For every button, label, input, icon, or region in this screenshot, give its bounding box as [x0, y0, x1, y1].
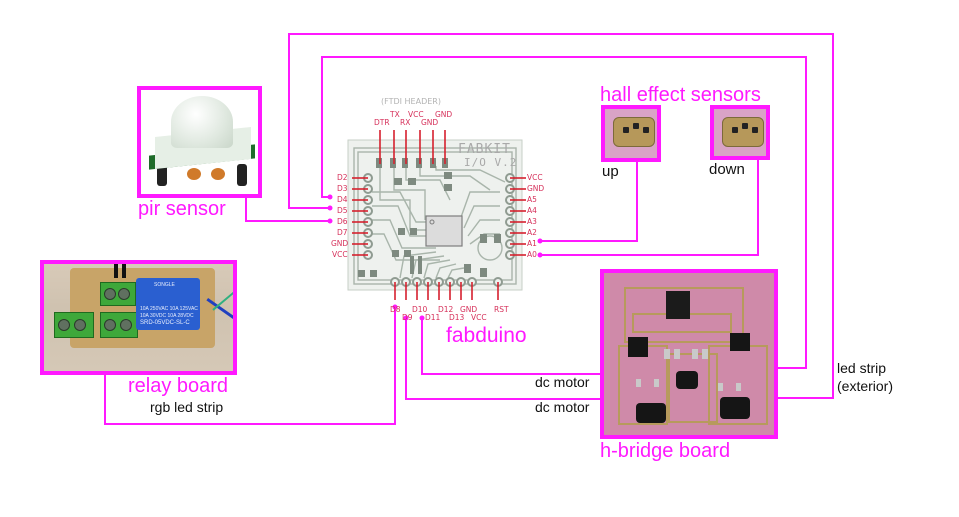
pin-label-d3: D3: [337, 184, 348, 193]
hall-sensor-up-label: up: [602, 163, 619, 180]
led-strip-exterior-label: (exterior): [837, 378, 894, 394]
pin-label-left-gnd: GND: [331, 239, 349, 248]
fabkit-title: FABKIT: [458, 142, 511, 157]
ftdi-header-label: (FTDI HEADER): [381, 97, 441, 106]
connection-dot-a1: [537, 238, 543, 244]
relay-board-sublabel: rgb led strip: [150, 399, 224, 415]
connection-dot-d6: [327, 218, 333, 224]
pin-label-d6: D6: [337, 217, 348, 226]
fabduino-board: FABKIT I/O V.2: [340, 118, 530, 312]
connection-dot-d8: [392, 304, 398, 310]
wire-d8-relay: [104, 307, 396, 425]
pin-label-right-vcc: VCC: [527, 173, 543, 182]
pin-label-d11: D11: [425, 313, 441, 322]
wire-d5-led-strip: [288, 33, 834, 399]
relay-component: SONGLE 10A 250VAC 10A 125VAC 10A 30VDC 1…: [136, 278, 200, 330]
pin-label-d13: D13: [449, 313, 465, 322]
hall-effect-sensors-label: hall effect sensors: [600, 84, 761, 106]
h-bridge-board-photo: [600, 269, 778, 439]
dc-motor-label-1: dc motor: [535, 374, 590, 390]
pin-label-a2: A2: [527, 228, 537, 237]
connection-dot-d4: [327, 194, 333, 200]
h-bridge-board-label: h-bridge board: [600, 440, 731, 462]
dc-motor-label-2: dc motor: [535, 399, 590, 415]
pin-label-d8: D8: [390, 305, 401, 314]
pin-label-d2: D2: [337, 173, 348, 182]
pin-label-dtr: DTR: [374, 118, 390, 127]
wire-d4-h-bridge: [321, 56, 807, 369]
pin-label-ftdi-gnd-1: GND: [421, 118, 439, 127]
wire-pir-d6: [245, 198, 330, 222]
pin-label-d10: D10: [412, 305, 428, 314]
pin-label-d5: D5: [337, 206, 348, 215]
wire-hall-down-a0: [540, 160, 759, 256]
relay-board-label: relay board: [128, 375, 229, 397]
relay-board-photo: SONGLE 10A 250VAC 10A 125VAC 10A 30VDC 1…: [40, 260, 237, 375]
pin-label-a0: A0: [527, 250, 537, 259]
connection-dot-d5: [327, 205, 333, 211]
pin-label-a1: A1: [527, 239, 537, 248]
wire-d11-dc-motor: [421, 318, 602, 375]
pin-label-ftdi-vcc: VCC: [408, 110, 424, 119]
pin-label-left-vcc: VCC: [332, 250, 348, 259]
hall-sensor-up-photo: [601, 105, 661, 162]
pin-label-d9: D9: [402, 313, 413, 322]
wire-hall-up-a1: [540, 162, 638, 242]
pin-label-d12: D12: [438, 305, 454, 314]
pin-label-a5: A5: [527, 195, 537, 204]
pin-label-bottom-vcc: VCC: [471, 313, 487, 322]
pin-label-a4: A4: [527, 206, 537, 215]
connection-dot-d11: [419, 315, 425, 321]
pin-label-rst: RST: [494, 305, 509, 314]
led-strip-label: led strip: [837, 360, 887, 376]
fabkit-version: I/O V.2: [464, 156, 518, 169]
pin-label-ftdi-gnd-2: GND: [435, 110, 453, 119]
connection-dot-d9: [403, 315, 409, 321]
wire-d9-dc-motor: [405, 318, 602, 400]
pin-label-d7: D7: [337, 228, 348, 237]
pir-sensor-label: pir sensor: [138, 198, 226, 220]
pin-label-right-gnd: GND: [527, 184, 545, 193]
pin-label-a3: A3: [527, 217, 537, 226]
hall-sensor-down-label: down: [709, 161, 745, 178]
pin-label-rx: RX: [400, 118, 411, 127]
fabduino-label: fabduino: [446, 324, 527, 347]
pin-label-bottom-gnd: GND: [460, 305, 478, 314]
fabkit-pcb-drawing: [347, 118, 526, 312]
pir-sensor-photo: [137, 86, 262, 198]
pin-label-tx: TX: [390, 110, 400, 119]
connection-dot-a0: [537, 252, 543, 258]
hall-sensor-down-photo: [710, 105, 770, 160]
pin-label-d4: D4: [337, 195, 348, 204]
